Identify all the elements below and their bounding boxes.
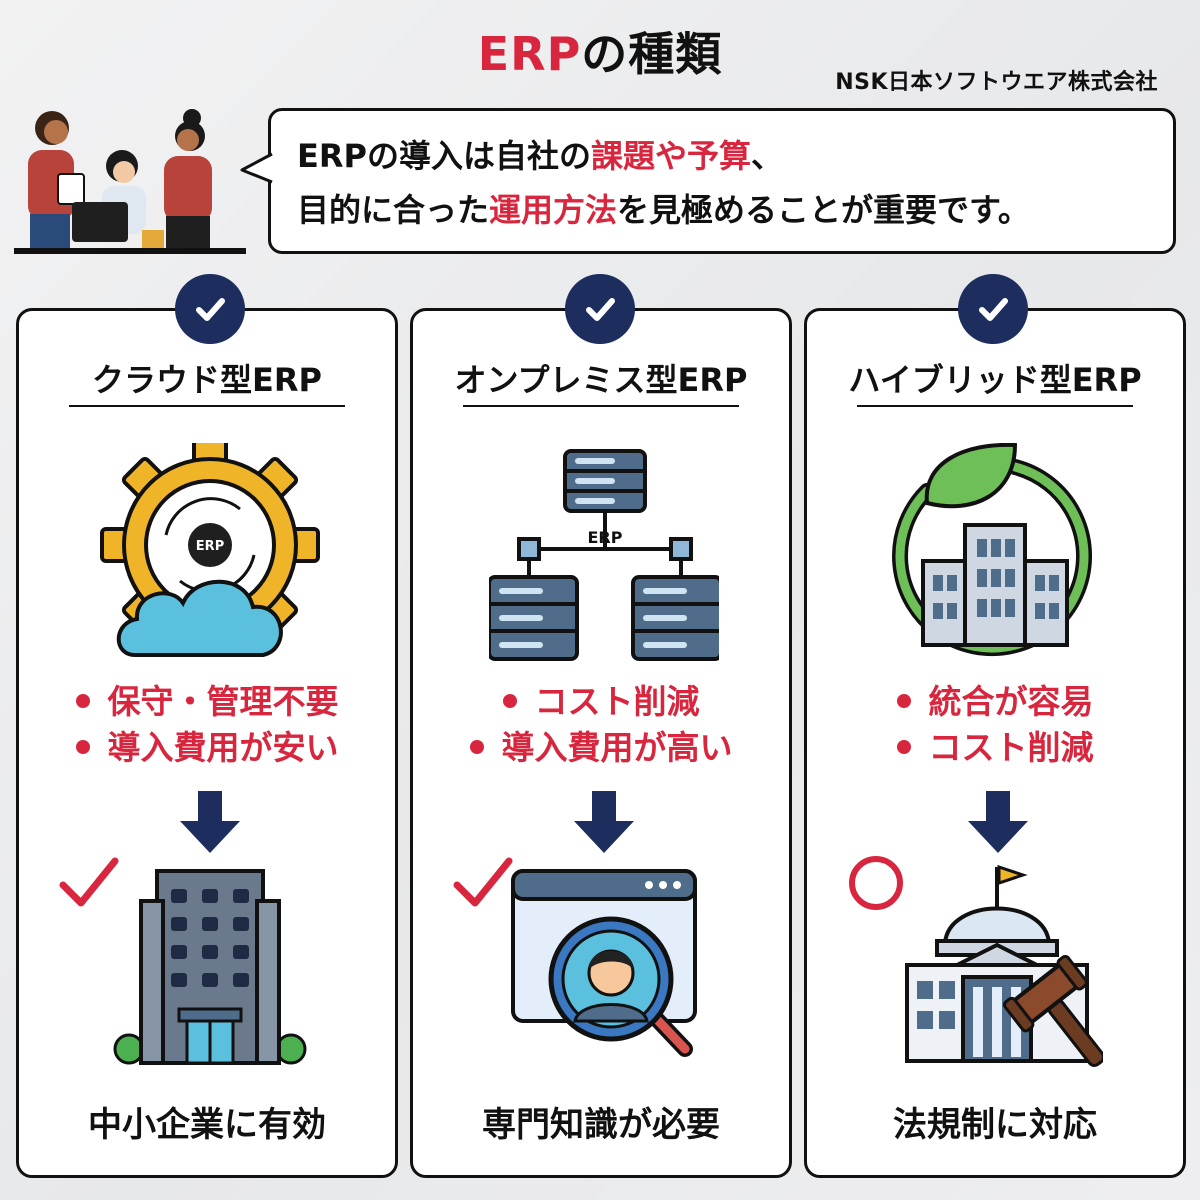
bubble-tail xyxy=(240,152,273,184)
erp-icon-label: ERP xyxy=(196,539,224,554)
office-building-icon xyxy=(113,869,307,1065)
title-divider xyxy=(463,405,739,407)
card-title: オンプレミス型ERP xyxy=(454,361,748,399)
arrow-down-icon xyxy=(180,791,240,853)
message-text: を見極めることが重要です。 xyxy=(617,191,1030,229)
magnifier-person-icon xyxy=(511,869,697,1057)
message-line-1: ERPの導入は自社の課題や予算、 xyxy=(297,129,1147,183)
cloud-gear-icon: ERP xyxy=(100,443,320,657)
check-badge-icon xyxy=(175,274,245,344)
company-name: NSK日本ソフトウエア株式会社 xyxy=(835,70,1158,95)
team-illustration xyxy=(14,109,246,254)
check-badge-icon xyxy=(565,274,635,344)
card-onpremise-erp: オンプレミス型ERP ERP コスト削減 導入費用が高い xyxy=(410,308,792,1178)
card-cloud-erp: クラウド型ERP ERP 保守・管理不要 導入費用が安い xyxy=(16,308,398,1178)
feature-item: コスト削減 xyxy=(413,679,789,725)
server-network-icon: ERP xyxy=(489,449,719,661)
feature-list: 保守・管理不要 導入費用が安い xyxy=(19,679,395,771)
feature-item: 保守・管理不要 xyxy=(19,679,395,725)
message-text: 、 xyxy=(750,137,783,175)
title-divider xyxy=(857,405,1133,407)
eco-buildings-icon xyxy=(892,443,1092,657)
message-bubble: ERPの導入は自社の課題や予算、 目的に合った運用方法を見極めることが重要です。 xyxy=(268,108,1176,254)
arrow-down-icon xyxy=(574,791,634,853)
result-text: 中小企業に有効 xyxy=(88,1105,326,1145)
result-text: 専門知識が必要 xyxy=(482,1105,720,1145)
erp-icon-label: ERP xyxy=(588,528,623,547)
circle-mark-icon xyxy=(849,856,903,910)
message-text: ERPの導入は自社の xyxy=(297,137,591,175)
highlight-text: 課題や予算 xyxy=(590,137,751,175)
card-title: ハイブリッド型ERP xyxy=(848,361,1142,399)
message-line-2: 目的に合った運用方法を見極めることが重要です。 xyxy=(297,183,1147,237)
feature-item: コスト削減 xyxy=(807,725,1183,771)
checkmark-icon xyxy=(59,857,119,907)
arrow-down-icon xyxy=(968,791,1028,853)
courthouse-gavel-icon xyxy=(905,864,1103,1068)
checkmark-icon xyxy=(453,857,513,907)
feature-item: 統合が容易 xyxy=(807,679,1183,725)
page-title: ERPの種類 xyxy=(477,27,723,81)
check-badge-icon xyxy=(958,274,1028,344)
message-text: 目的に合った xyxy=(297,191,490,229)
card-title: クラウド型ERP xyxy=(92,361,322,399)
title-divider xyxy=(69,405,345,407)
highlight-text: 運用方法 xyxy=(489,191,618,229)
feature-item: 導入費用が高い xyxy=(413,725,789,771)
result-text: 法規制に対応 xyxy=(893,1105,1097,1145)
feature-list: コスト削減 導入費用が高い xyxy=(413,679,789,771)
card-hybrid-erp: ハイブリッド型ERP 統合が容易 コスト削減 xyxy=(804,308,1186,1178)
feature-list: 統合が容易 コスト削減 xyxy=(807,679,1183,771)
feature-item: 導入費用が安い xyxy=(19,725,395,771)
